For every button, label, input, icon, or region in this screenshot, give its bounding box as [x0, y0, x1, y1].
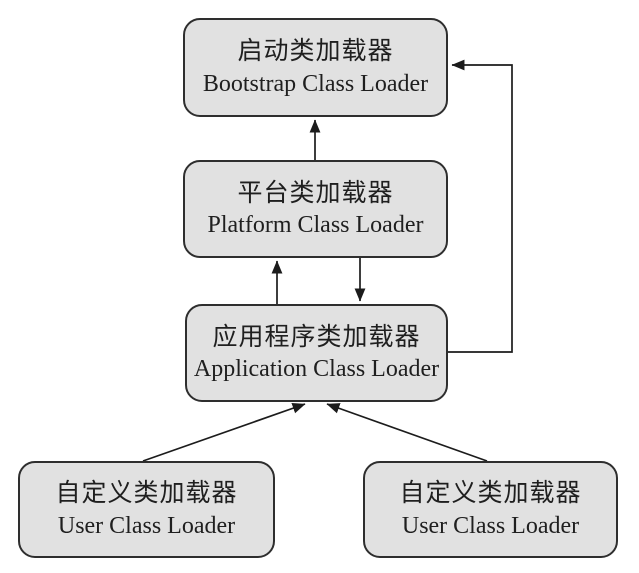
node-label-en: User Class Loader	[401, 512, 580, 539]
node-label-zh: 自定义类加载器	[55, 480, 238, 508]
node-application-class-loader: 应用程序类加载器 Application Class Loader	[185, 304, 448, 402]
node-user-class-loader-right: 自定义类加载器 User Class Loader	[363, 461, 618, 558]
node-label-zh: 应用程序类加载器	[212, 323, 421, 351]
node-label-zh: 启动类加载器	[237, 38, 394, 66]
node-user-class-loader-left: 自定义类加载器 User Class Loader	[18, 461, 275, 558]
node-label-zh: 平台类加载器	[237, 179, 394, 207]
node-label-zh: 自定义类加载器	[399, 480, 582, 508]
arrow-user-left-to-application	[142, 403, 306, 462]
node-label-en: Platform Class Loader	[207, 212, 424, 239]
arrow-application-to-bootstrap-loop	[448, 59, 513, 353]
node-bootstrap-class-loader: 启动类加载器 Bootstrap Class Loader	[183, 18, 448, 117]
node-platform-class-loader: 平台类加载器 Platform Class Loader	[183, 160, 448, 258]
node-label-en: User Class Loader	[57, 512, 236, 539]
node-label-en: Application Class Loader	[193, 356, 440, 383]
arrow-user-right-to-application	[326, 403, 488, 462]
node-label-en: Bootstrap Class Loader	[202, 70, 429, 97]
